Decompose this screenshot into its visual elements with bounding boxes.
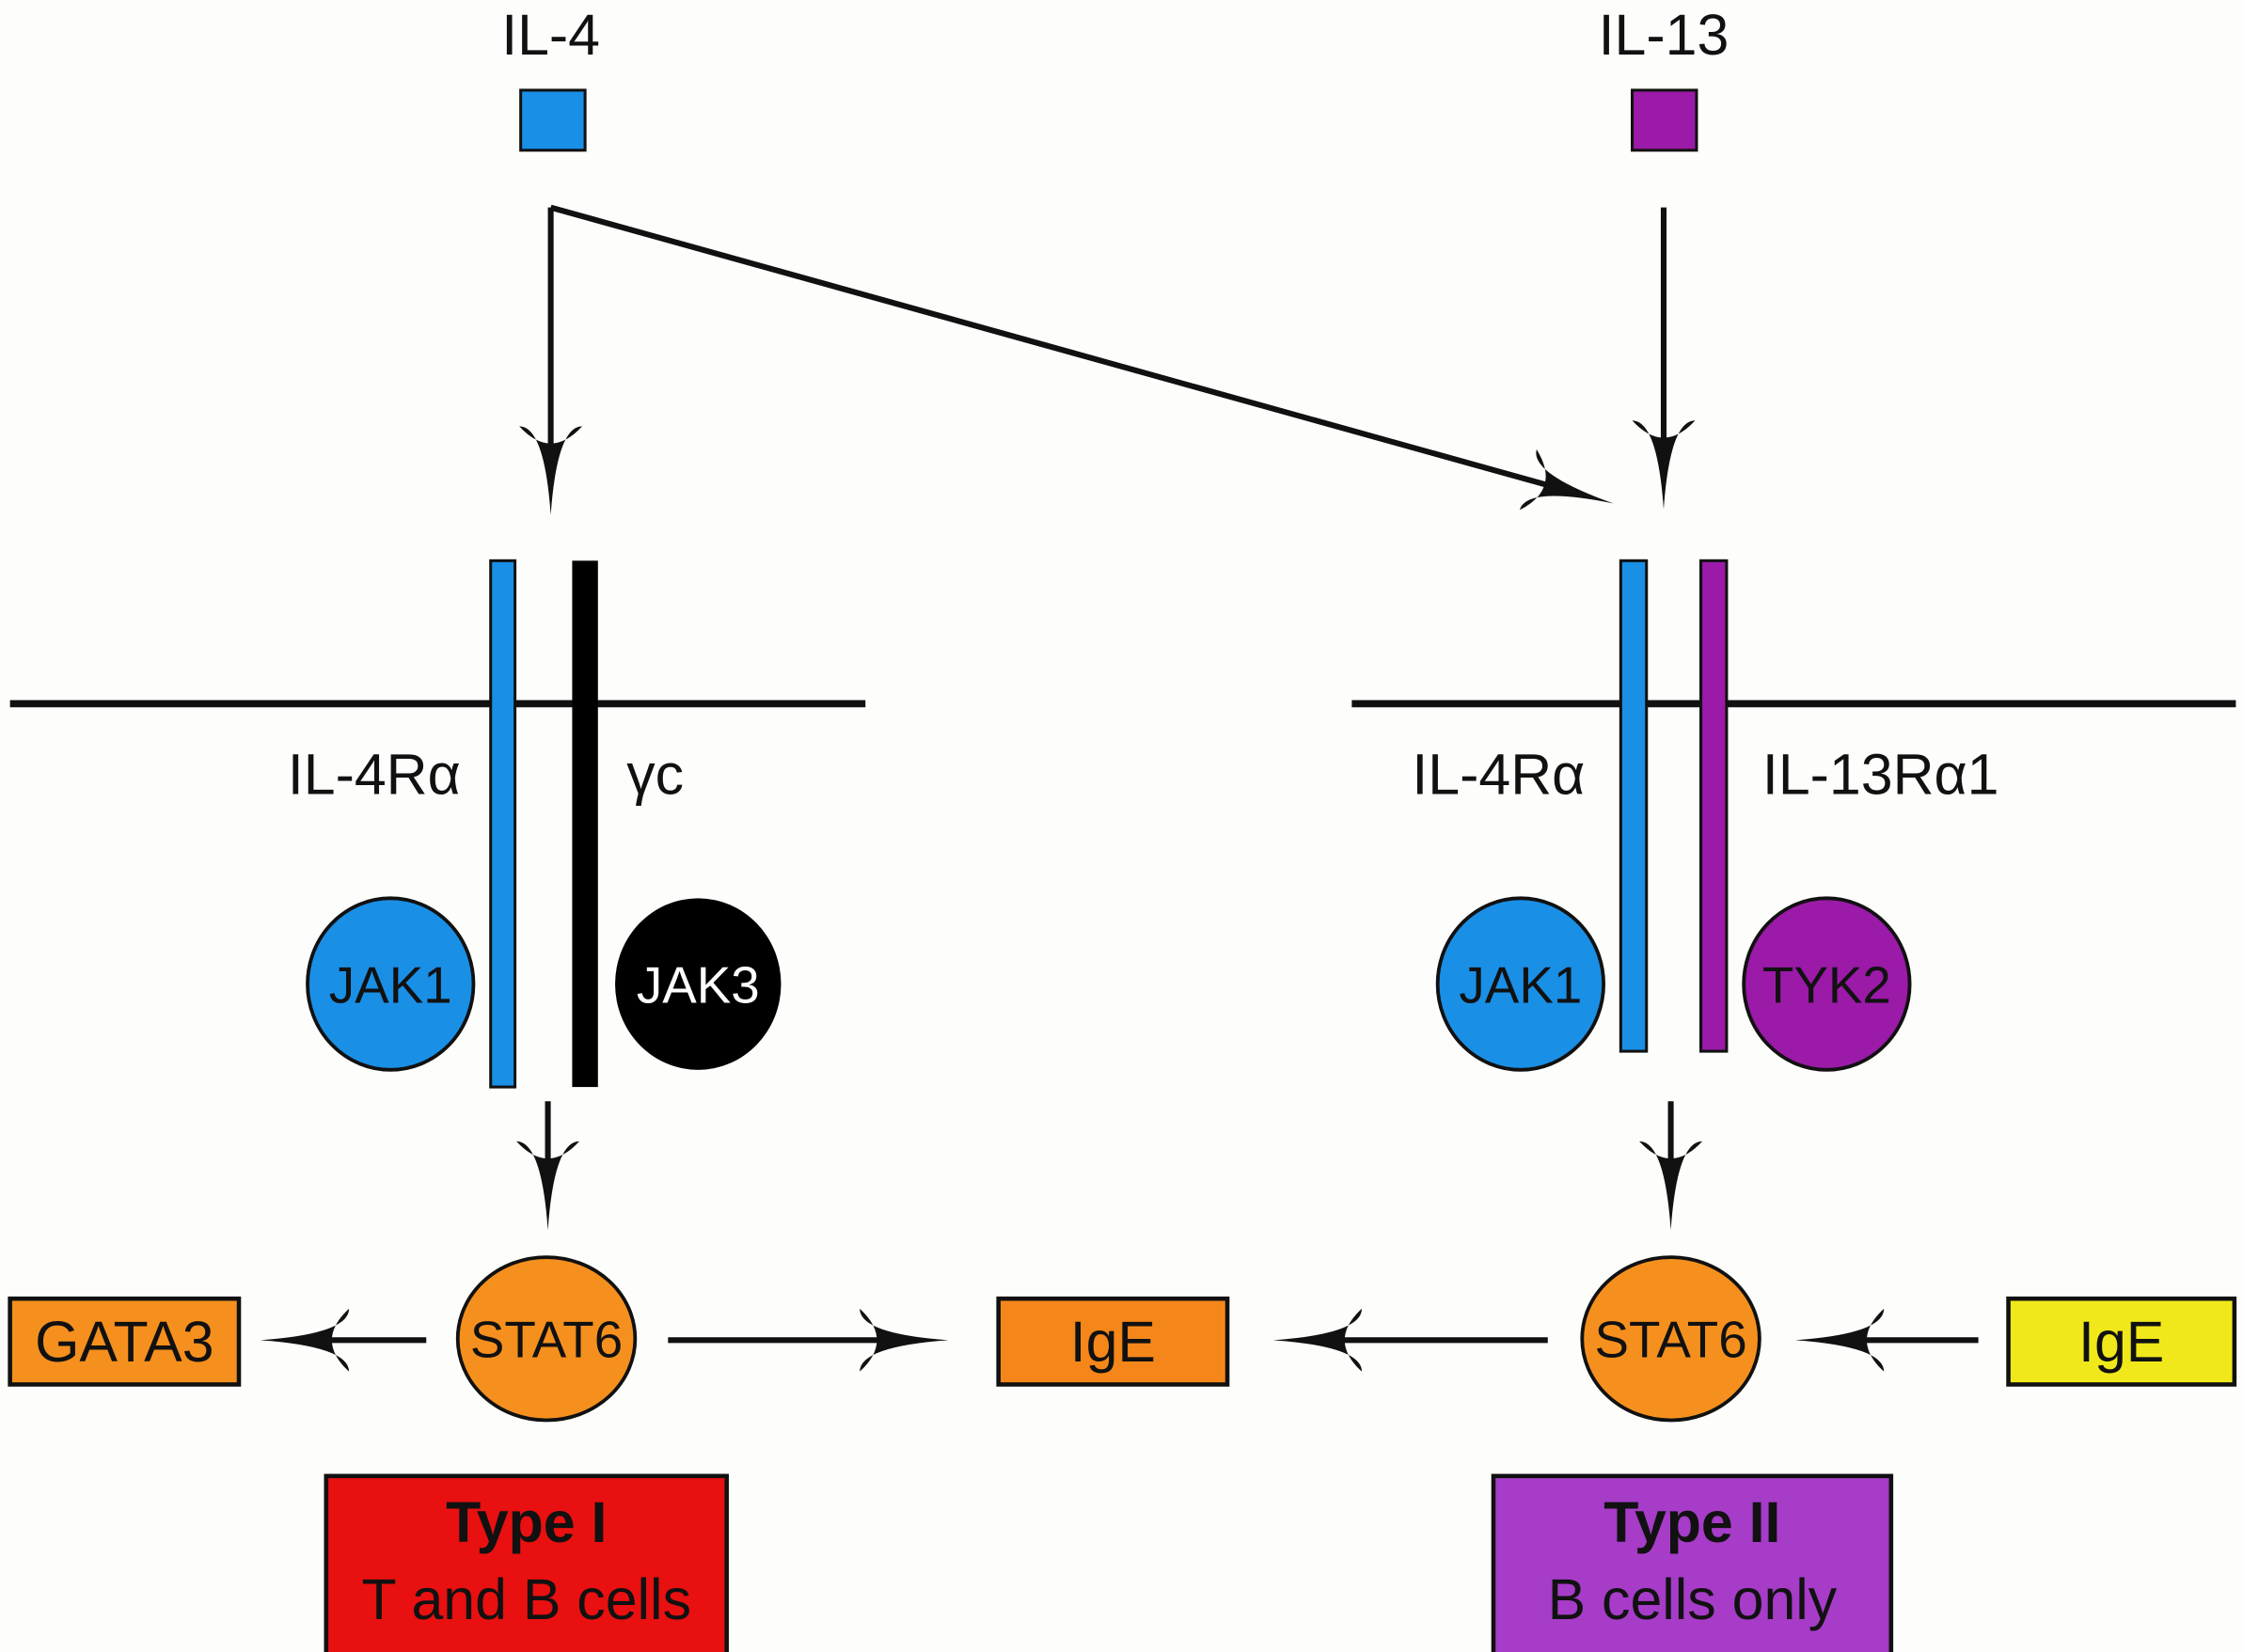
ige-center-box <box>996 1296 1230 1387</box>
il4ra-label-type1: IL-4Rα <box>288 742 461 806</box>
arrows <box>260 204 1979 1372</box>
jak3-label: JAK3 <box>637 955 760 1014</box>
jak3 <box>615 898 782 1070</box>
il13ra1-chain <box>1699 559 1729 1053</box>
il4-ligand <box>519 88 587 152</box>
stat6-label-type1: STAT6 <box>470 1311 623 1369</box>
stat6-label-type2: STAT6 <box>1594 1311 1746 1369</box>
il4-label: IL-4 <box>501 3 600 67</box>
type1-title: Type I <box>446 1490 607 1554</box>
gamma-c-label: γc <box>626 742 684 806</box>
il4-to-type1-arrow-head <box>519 426 583 515</box>
il4ra-chain-type2 <box>1619 559 1649 1053</box>
stat6-to-ige-arrow-head <box>860 1308 949 1372</box>
ige-center-label: IgE <box>1070 1310 1156 1374</box>
ige-right-box <box>2006 1296 2237 1387</box>
il13-to-type2-arrow-head <box>1632 420 1696 510</box>
ige-right-label: IgE <box>2078 1310 2164 1374</box>
tyk2-label: TYK2 <box>1762 955 1891 1014</box>
type2-box <box>1491 1473 1894 1652</box>
il4ra-chain-type1 <box>489 559 517 1089</box>
il13-label: IL-13 <box>1599 3 1730 67</box>
il4-to-type2-arrow-shaft <box>549 204 1559 492</box>
il4ra-label-type2: IL-4Rα <box>1412 742 1585 806</box>
il13ra1-label: IL-13Rα1 <box>1762 742 1999 806</box>
type1-to-stat6-arrow-head <box>516 1141 580 1231</box>
il4-to-type2-arrow-head <box>1519 448 1614 511</box>
stat6-type2 <box>1580 1255 1761 1423</box>
il13-ligand <box>1630 88 1698 152</box>
type2-subtitle: B cells only <box>1548 1567 1838 1631</box>
stat6-to-gata3-arrow-head <box>260 1308 350 1372</box>
type1-subtitle: T and B cells <box>361 1567 691 1631</box>
stat6-type1 <box>455 1255 638 1423</box>
jak1-type2 <box>1435 896 1605 1072</box>
gamma-c-chain <box>572 560 598 1088</box>
gata3-box <box>8 1296 242 1387</box>
type1-box <box>324 1473 729 1652</box>
type2-title: Type II <box>1603 1490 1780 1554</box>
gata3-label: GATA3 <box>35 1310 213 1374</box>
jak1-label-type2: JAK1 <box>1459 955 1582 1014</box>
type2-to-stat6-arrow-head <box>1639 1141 1703 1231</box>
stat6-type2-to-ige-arrow-head <box>1272 1308 1363 1372</box>
jak1-label-type1: JAK1 <box>329 955 452 1014</box>
jak1-type1 <box>306 896 476 1072</box>
tyk2 <box>1742 896 1912 1072</box>
ige-to-stat6-type2-arrow-head <box>1794 1308 1885 1372</box>
